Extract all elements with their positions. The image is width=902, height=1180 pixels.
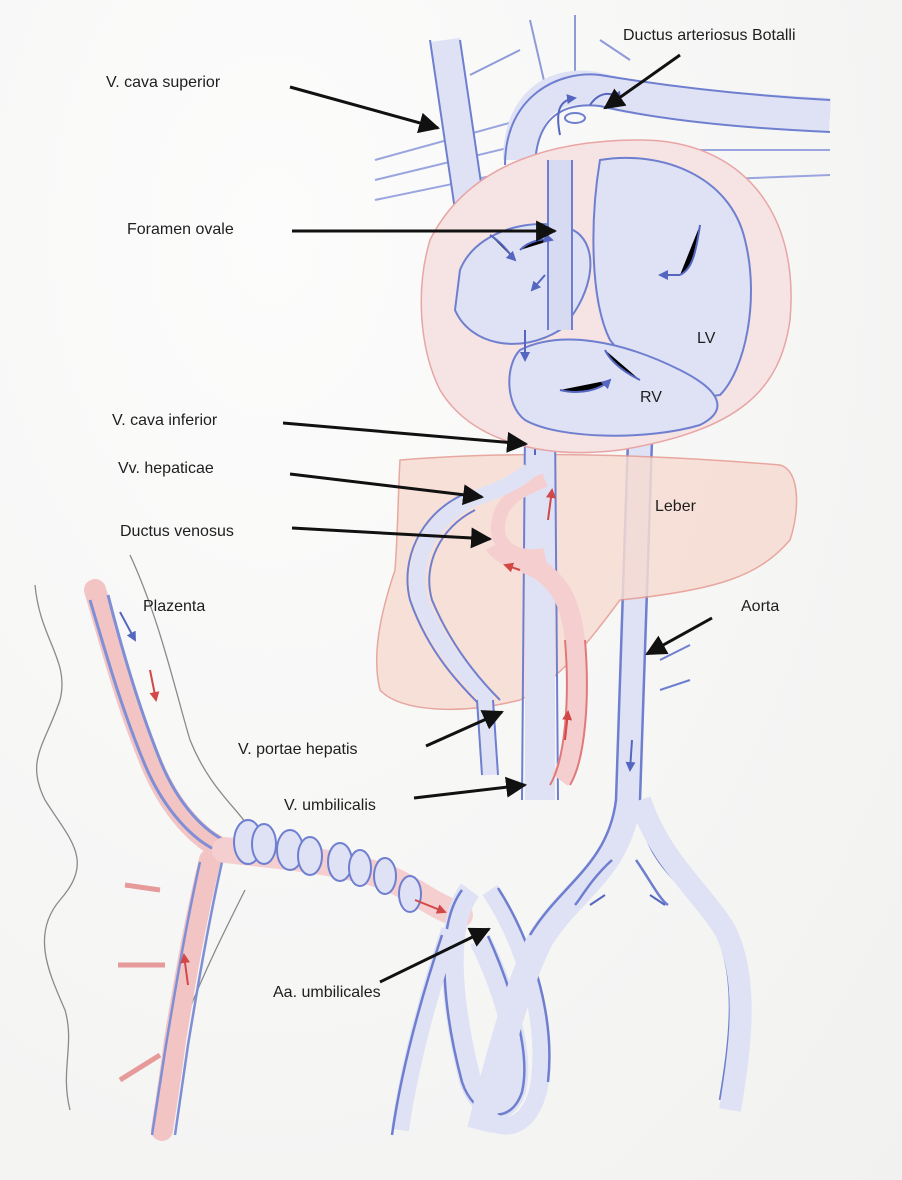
label-foramen-ovale: Foramen ovale — [127, 221, 234, 239]
arrow-vena-cava-superior — [290, 87, 438, 128]
label-rv: RV — [640, 389, 662, 407]
label-vena-umbilicalis: V. umbilicalis — [284, 797, 376, 815]
label-lv: LV — [697, 330, 715, 348]
umbilical-cord — [225, 820, 460, 915]
label-vena-cava-superior: V. cava superior — [106, 74, 220, 92]
label-aa-umbilicales: Aa. umbilicales — [273, 984, 381, 1002]
label-ductus-venosus: Ductus venosus — [120, 523, 234, 541]
label-ductus-arteriosus: Ductus arteriosus Botalli — [623, 27, 796, 45]
heart-organ — [421, 140, 791, 453]
arrow-vena-umbilicalis — [414, 785, 525, 798]
label-plazenta: Plazenta — [143, 598, 205, 616]
label-leber: Leber — [655, 498, 696, 516]
label-venae-hepaticae: Vv. hepaticae — [118, 460, 214, 478]
label-vena-portae: V. portae hepatis — [238, 741, 358, 759]
label-vena-cava-inferior: V. cava inferior — [112, 412, 217, 430]
arrow-aorta — [647, 618, 712, 654]
label-aorta: Aorta — [741, 598, 779, 616]
placental-vessels — [90, 590, 228, 1135]
